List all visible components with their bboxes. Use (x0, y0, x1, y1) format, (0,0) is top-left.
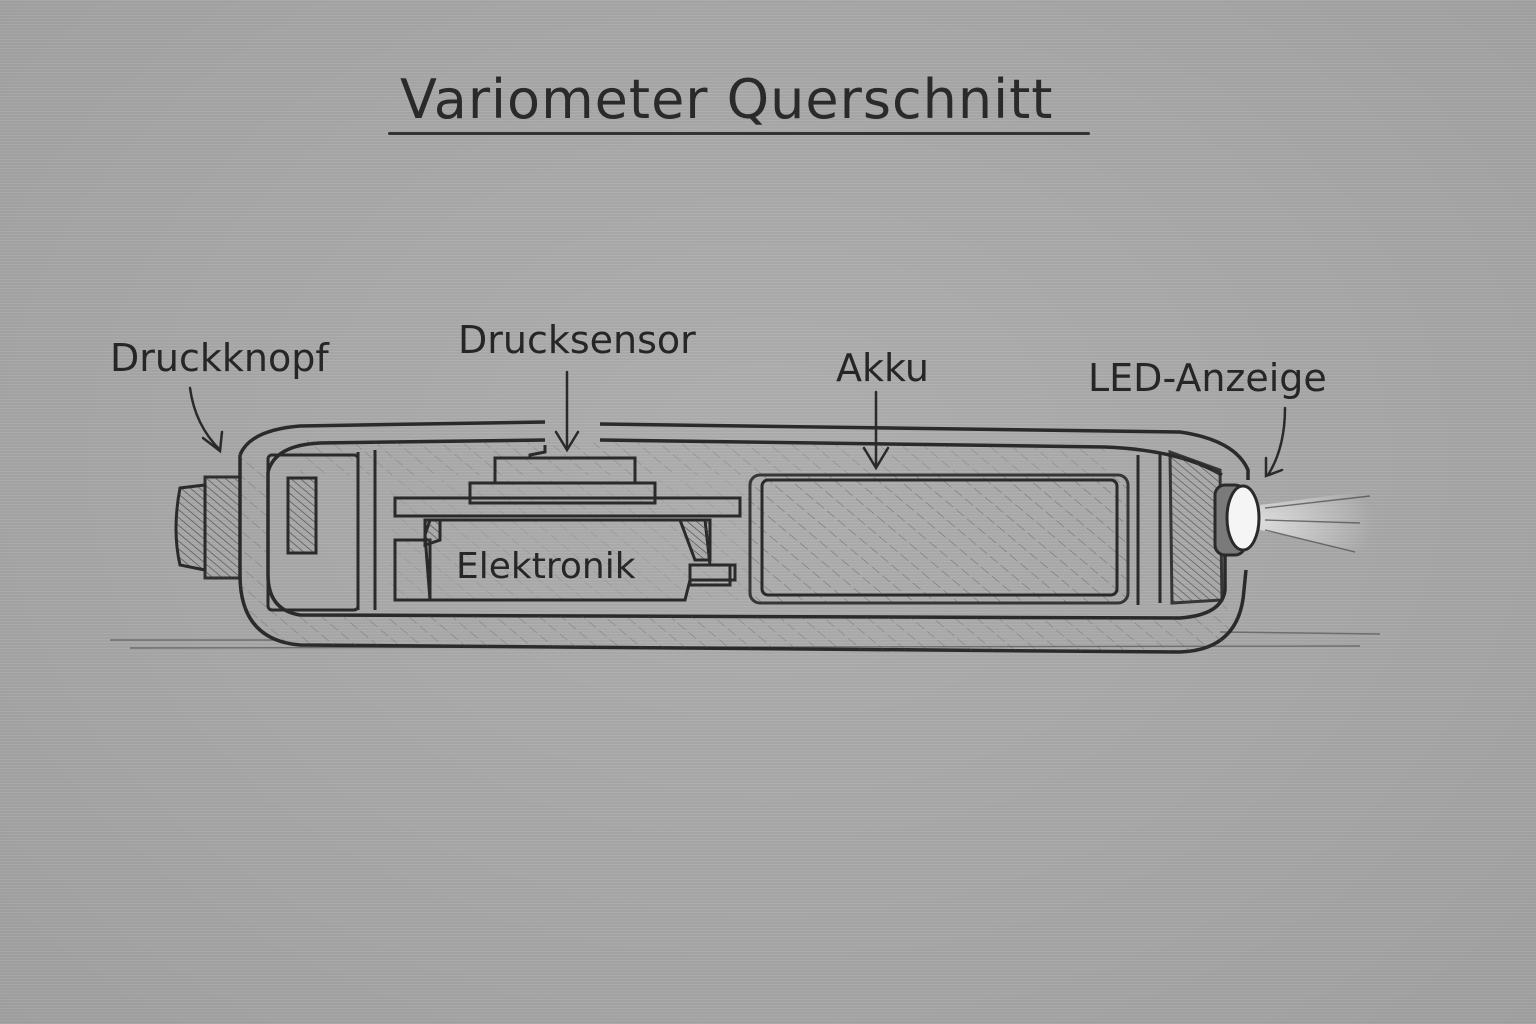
led-icon (1225, 484, 1261, 552)
title-underline (388, 132, 1090, 135)
label-drucksensor: Drucksensor (458, 318, 696, 362)
label-akku: Akku (836, 346, 929, 390)
label-druckknopf: Druckknopf (110, 336, 329, 380)
label-led-anzeige: LED-Anzeige (1088, 356, 1327, 400)
diagram-title: Variometer Querschnitt (400, 68, 1054, 131)
electronics-block (393, 518, 737, 602)
battery-part (748, 452, 1162, 605)
pressure-sensor-part (393, 445, 742, 518)
led-light-beam (1260, 490, 1375, 555)
label-arrows (188, 370, 1287, 478)
push-button-part (174, 475, 242, 580)
housing-wall (240, 455, 1230, 652)
